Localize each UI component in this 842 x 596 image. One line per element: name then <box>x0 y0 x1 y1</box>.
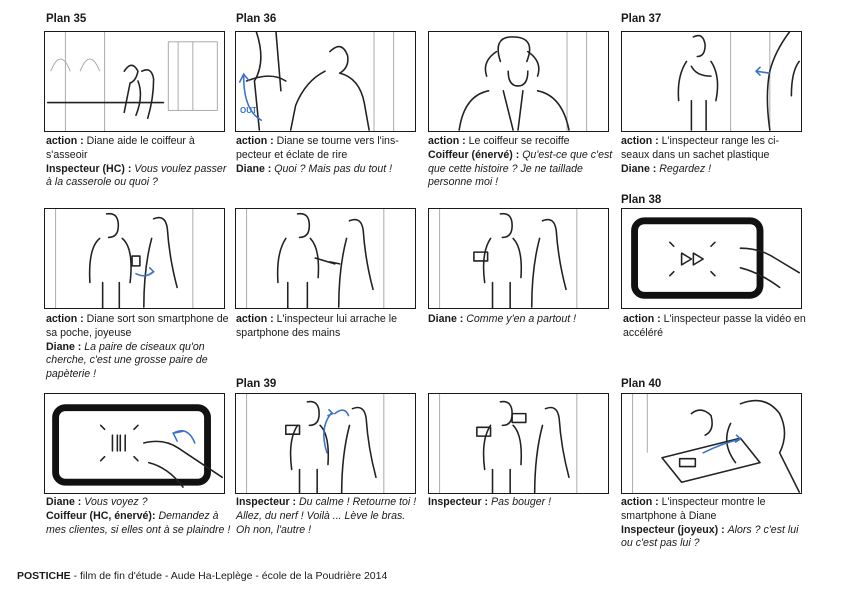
plan-label-37: Plan 37 <box>621 13 662 25</box>
storyboard-frame-9 <box>44 393 225 494</box>
storyboard-frame-7 <box>428 208 609 309</box>
footer-credits: POSTICHE - film de fin d'étude - Aude Ha… <box>17 570 387 582</box>
footer-rest: - film de fin d'étude - Aude Ha-Leplège … <box>70 570 388 582</box>
caption-7: Diane : Comme y'en a partout ! <box>428 313 577 325</box>
caption-5: action : Diane sort son smartphone de sa… <box>46 313 229 381</box>
caption-11: Inspecteur : Pas bouger ! <box>428 496 552 508</box>
caption-3: action : Le coiffeur se recoiffe Coiffeu… <box>428 135 613 189</box>
caption-8: action : L'inspecteur passe la vidéo en … <box>623 313 806 339</box>
caption-4: action : L'inspecteur range les ci-seaux… <box>621 135 780 175</box>
out-marker: OUT <box>240 106 257 115</box>
storyboard-frame-4 <box>621 31 802 132</box>
plan-label-39: Plan 39 <box>236 378 277 390</box>
storyboard-frame-1 <box>44 31 225 132</box>
caption-1: action : Diane aide le coiffeur à s'asse… <box>46 135 227 189</box>
storyboard-frame-5 <box>44 208 225 309</box>
storyboard-frame-11 <box>428 393 609 494</box>
storyboard-frame-8 <box>621 208 802 309</box>
storyboard-frame-2: OUT <box>235 31 416 132</box>
caption-6: action : L'inspecteur lui arrache le spa… <box>236 313 398 339</box>
storyboard-frame-12 <box>621 393 802 494</box>
storyboard-frame-6 <box>235 208 416 309</box>
storyboard-frame-10 <box>235 393 416 494</box>
caption-9: Diane : Vous voyez ? Coiffeur (HC, énerv… <box>46 496 231 536</box>
caption-10: Inspecteur : Du calme ! Retourne toi ! A… <box>236 496 417 536</box>
caption-2: action : Diane se tourne vers l'ins-pect… <box>236 135 399 175</box>
storyboard-frame-3 <box>428 31 609 132</box>
caption-12: action : L'inspecteur montre le smartpho… <box>621 496 799 550</box>
plan-label-40: Plan 40 <box>621 378 662 390</box>
plan-label-38: Plan 38 <box>621 194 662 206</box>
plan-label-36: Plan 36 <box>236 13 277 25</box>
plan-label-35: Plan 35 <box>46 13 87 25</box>
footer-title: POSTICHE <box>17 570 71 582</box>
